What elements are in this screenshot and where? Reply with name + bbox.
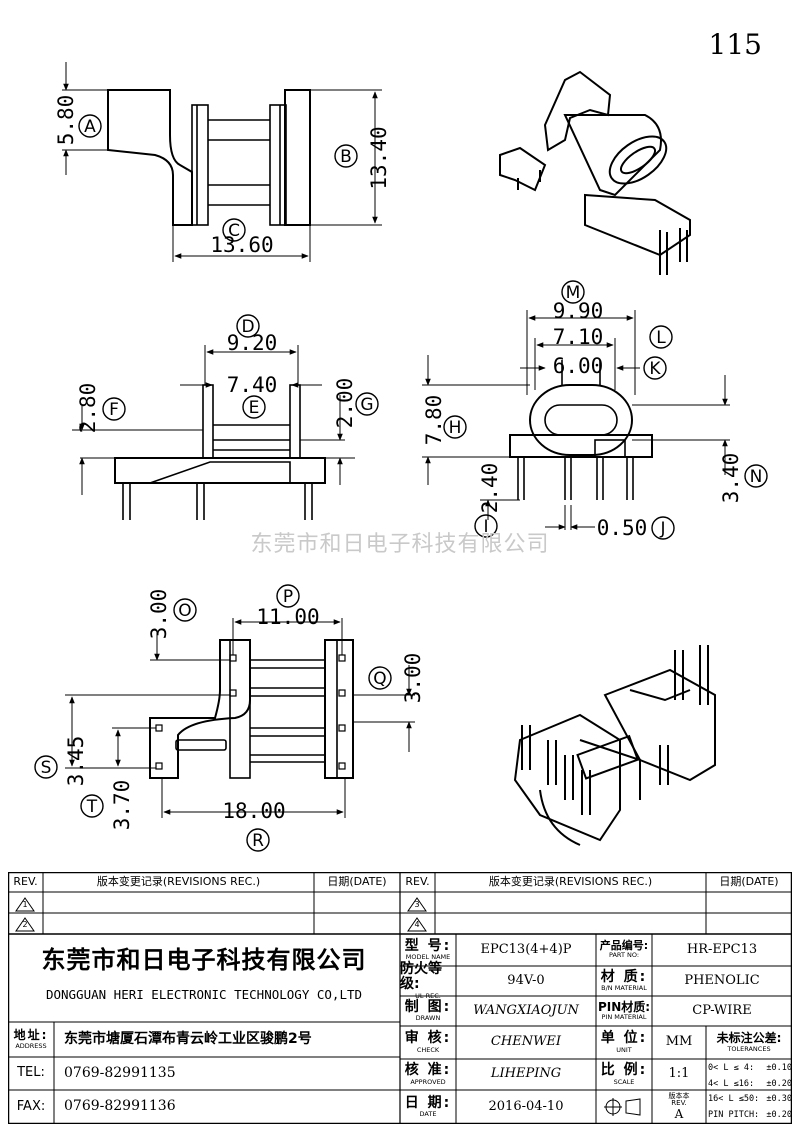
callout-r: R — [252, 831, 264, 851]
dim-value-h: 7.80 — [422, 395, 446, 446]
callout-a: A — [84, 117, 96, 137]
dim-value-r: 18.00 — [222, 799, 285, 823]
pin-material-value: CP-WIRE — [692, 1002, 752, 1018]
scale-label: 比 例:SCALE — [600, 1062, 648, 1086]
callout-t: T — [86, 797, 98, 817]
page-number: 115 — [708, 28, 762, 61]
ul-value: 94V-0 — [507, 972, 545, 988]
callout-p: P — [283, 587, 293, 607]
dim-value-j: 0.50 — [597, 516, 648, 540]
dim-value-s: 3.45 — [64, 736, 88, 787]
isometric-view-bottom — [513, 645, 716, 846]
dim-value-q: 3.00 — [401, 653, 425, 704]
date-label-left: 日期(DATE) — [327, 874, 387, 888]
callout-q: Q — [373, 669, 386, 689]
part-label: 产品编号:PART NO: — [599, 939, 649, 960]
approved-value: LIHEPING — [490, 1066, 562, 1082]
company-name-cn: 东莞市和日电子科技有限公司 — [41, 945, 367, 974]
part-value: HR-EPC13 — [686, 941, 758, 957]
dim-value-d: 9.20 — [227, 331, 278, 355]
check-label: 审 核:CHECK — [404, 1030, 452, 1054]
tolerance-row: 4< L ≤16:±0.20 — [708, 1078, 792, 1089]
title-block: REV. 版本变更记录(REVISIONS REC.) 日期(DATE) REV… — [8, 872, 792, 1124]
company-name-en: DONGGUAN HERI ELECTRONIC TECHNOLOGY CO,L… — [45, 987, 363, 1003]
bottom-view — [149, 639, 354, 779]
callout-c: C — [228, 221, 240, 241]
model-label: 型 号:MODEL NAME — [404, 937, 452, 962]
dim-value-p: 11.00 — [256, 605, 319, 629]
revisions-label-right: 版本变更记录(REVISIONS REC.) — [488, 874, 653, 888]
date-value: 2016-04-10 — [488, 1098, 564, 1114]
approved-label: 核 准:APPROVED — [404, 1062, 452, 1086]
tel-label: TEL: — [17, 1065, 45, 1081]
dim-value-b: 13.40 — [367, 126, 391, 189]
ul-label: 防火等级:UL REC. — [400, 961, 442, 1000]
rev-mark-2: 2 — [22, 919, 28, 929]
rev-label-left: REV. — [13, 874, 38, 888]
material-label: 材 质:B/N MATERIAL — [600, 968, 648, 993]
scale-value: 1:1 — [668, 1066, 690, 1082]
callout-s: S — [41, 758, 52, 778]
tel-value: 0769-82991135 — [64, 1064, 176, 1081]
dim-value-m: 9.90 — [553, 299, 604, 323]
tolerances-label: 未标注公差:TOLERANCES — [716, 1031, 782, 1053]
callout-o: O — [178, 601, 191, 621]
dim-value-e: 7.40 — [227, 373, 278, 397]
callout-i: I — [483, 517, 488, 537]
dim-value-o: 3.00 — [147, 589, 171, 640]
date-label: 日 期:DATE — [404, 1094, 452, 1119]
dim-value-g: 2.00 — [333, 378, 357, 429]
fax-value: 0769-82991136 — [64, 1098, 176, 1115]
dim-value-a: 5.80 — [54, 95, 78, 146]
callout-g: G — [360, 395, 373, 415]
callout-e: E — [249, 398, 260, 418]
address-field-label: 地址: ADDRESS — [13, 1028, 49, 1050]
callout-k: K — [649, 359, 661, 379]
rev-mark-4: 4 — [414, 919, 420, 929]
model-value: EPC13(4+4)P — [480, 941, 572, 957]
dim-value-i: 2.40 — [478, 463, 502, 514]
drawn-label: 制 图:DRAWN — [404, 998, 452, 1023]
callout-m: M — [566, 283, 581, 303]
tolerance-row: PIN PITCH:±0.20 — [708, 1109, 792, 1120]
dim-value-k: 6.00 — [553, 354, 604, 378]
unit-label: 单 位:UNIT — [600, 1030, 648, 1054]
date-label-right: 日期(DATE) — [719, 874, 779, 888]
technical-drawing: 5.80 13.40 13.60 9.20 7.40 2.80 2.00 7.8… — [34, 62, 768, 852]
callout-f: F — [109, 400, 119, 420]
tolerance-row: 0< L ≤ 4:±0.10 — [708, 1063, 792, 1073]
side-view — [509, 360, 653, 500]
address-value: 东莞市塘厦石潭布青云岭工业区骏鹏2号 — [64, 1030, 312, 1047]
tolerance-table: 0< L ≤ 4:±0.10 4< L ≤16:±0.20 16< L ≤50:… — [708, 1060, 792, 1124]
rev-mark-1: 1 — [22, 899, 28, 909]
title-block-grid — [8, 872, 792, 1124]
material-value: PHENOLIC — [684, 972, 760, 988]
tolerance-row: 16< L ≤50:±0.30 — [708, 1094, 792, 1104]
callout-b: B — [340, 147, 352, 167]
isometric-view-top — [499, 70, 691, 275]
dim-value-l: 7.10 — [553, 325, 604, 349]
front-view — [80, 384, 355, 520]
pin-material-label: PIN材质:PIN MATERIAL — [597, 999, 651, 1022]
revisions-label-left: 版本变更记录(REVISIONS REC.) — [96, 874, 261, 888]
watermark: 东莞市和日电子科技有限公司 — [250, 532, 550, 557]
callout-d: D — [241, 317, 254, 337]
check-value: CHENWEI — [490, 1034, 562, 1050]
fax-label: FAX: — [16, 1098, 46, 1114]
dim-value-f: 2.80 — [76, 383, 100, 434]
top-view — [107, 89, 311, 226]
rev-mark-3: 3 — [414, 899, 420, 909]
rev-label-right: REV. — [405, 874, 430, 888]
unit-value: MM — [665, 1034, 693, 1050]
callout-l: L — [656, 328, 666, 348]
callout-n: N — [750, 467, 763, 487]
drawn-value: WANGXIAOJUN — [473, 1002, 579, 1018]
dim-value-n: 3.40 — [719, 453, 743, 504]
callout-j: J — [659, 519, 665, 539]
version-field: 版本本 REV. A — [668, 1091, 690, 1122]
dim-value-t: 3.70 — [110, 780, 134, 831]
callout-h: H — [449, 418, 462, 438]
